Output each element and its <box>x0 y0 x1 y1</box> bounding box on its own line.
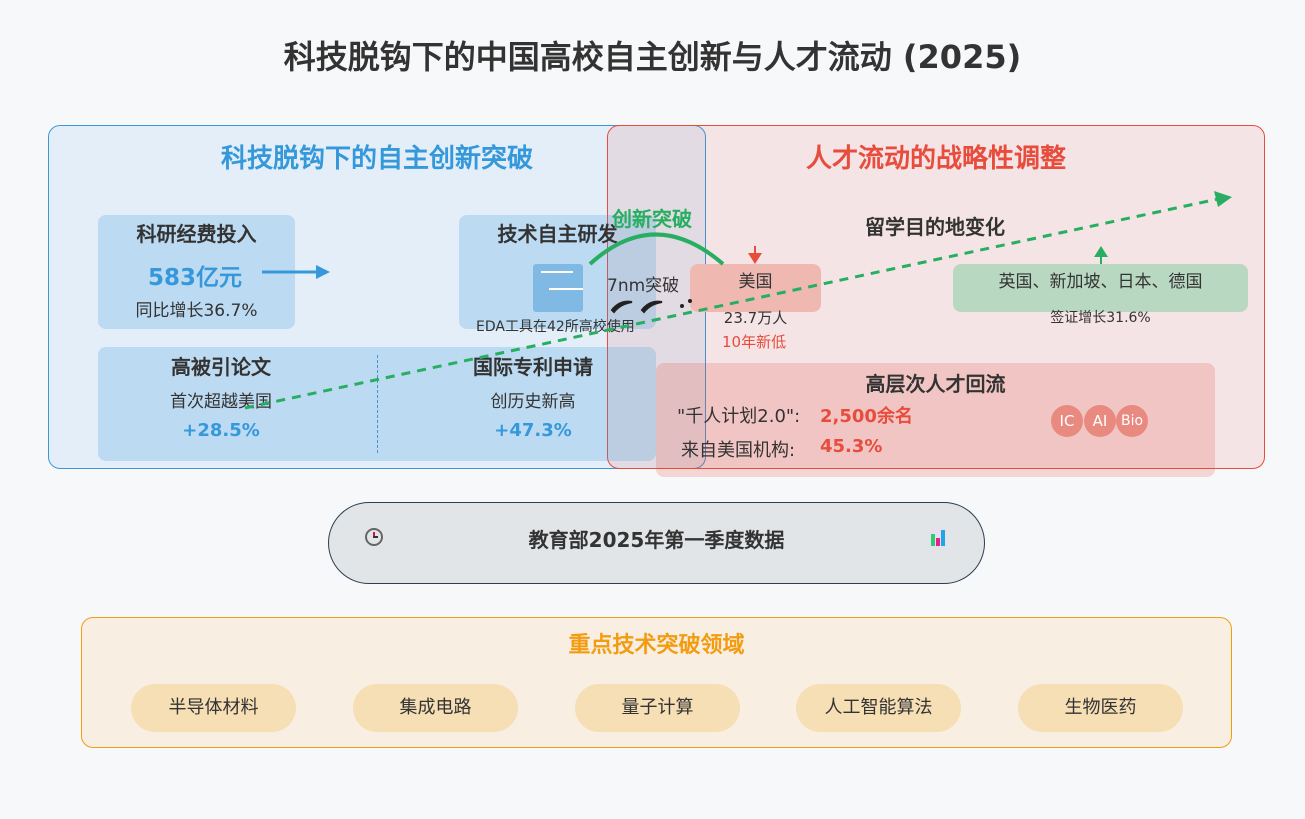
funding-growth: 同比增长36.7% <box>135 301 258 321</box>
focus-item-quantum: 量子计算 <box>575 684 740 732</box>
growth-trend-line <box>244 197 1219 410</box>
usa-label: 美国 <box>738 272 773 292</box>
focus-item-ic: 集成电路 <box>353 684 518 732</box>
focus-item-biomed: 生物医药 <box>1018 684 1183 732</box>
papers-label: 高被引论文 <box>171 355 271 379</box>
wing-icon <box>610 300 663 314</box>
funding-arrowhead <box>316 265 330 279</box>
patents-desc: 创历史新高 <box>490 392 576 412</box>
funding-value: 583亿元 <box>148 265 243 291</box>
tech-note: EDA工具在42所高校使用 <box>476 319 635 335</box>
patents-value: +47.3% <box>494 420 572 441</box>
talent-panel-title: 人才流动的战略性调整 <box>805 144 1066 174</box>
badge-ic: IC <box>1051 405 1083 437</box>
chip-icon <box>533 264 583 312</box>
source-banner <box>328 502 985 584</box>
tech-label: 技术自主研发 <box>497 222 618 246</box>
innovation-panel-title: 科技脱钩下的自主创新突破 <box>220 144 533 174</box>
others-up-arrowhead <box>1094 246 1108 257</box>
thousand-talents-label: "千人计划2.0": <box>677 406 801 427</box>
clock-icon <box>365 528 383 546</box>
focus-item-semiconductor: 半导体材料 <box>131 684 296 732</box>
funding-label: 科研经费投入 <box>136 222 257 246</box>
output-divider <box>377 355 378 453</box>
focus-title: 重点技术突破领域 <box>568 633 745 658</box>
usa-count: 23.7万人 <box>723 309 788 327</box>
usa-down-arrowhead <box>748 253 762 264</box>
papers-value: +28.5% <box>182 420 260 441</box>
visa-growth: 签证增长31.6% <box>1050 310 1151 326</box>
badge-bio: Bio <box>1116 405 1148 437</box>
usa-note: 10年新低 <box>722 333 787 351</box>
patents-label: 国际专利申请 <box>473 355 593 379</box>
trend-arrowhead <box>1214 191 1232 207</box>
us-institutions-value: 45.3% <box>820 436 883 457</box>
source-label: 教育部2025年第一季度数据 <box>528 528 785 552</box>
other-countries-box: 英国、新加坡、日本、德国 <box>953 264 1248 312</box>
bridge-arc <box>588 232 725 266</box>
other-countries-label: 英国、新加坡、日本、德国 <box>998 272 1203 292</box>
destination-title: 留学目的地变化 <box>865 215 1005 239</box>
bar-chart-icon <box>930 528 946 546</box>
page-title: 科技脱钩下的中国高校自主创新与人才流动 (2025) <box>283 38 1022 76</box>
badge-ai: AI <box>1084 405 1116 437</box>
bridge-tech-label: 7nm突破 <box>607 276 680 296</box>
us-institutions-label: 来自美国机构: <box>681 440 796 461</box>
thousand-talents-value: 2,500余名 <box>820 406 913 427</box>
focus-item-ai: 人工智能算法 <box>796 684 961 732</box>
talent-return-title: 高层次人才回流 <box>865 372 1006 396</box>
bridge-label: 创新突破 <box>612 207 692 231</box>
